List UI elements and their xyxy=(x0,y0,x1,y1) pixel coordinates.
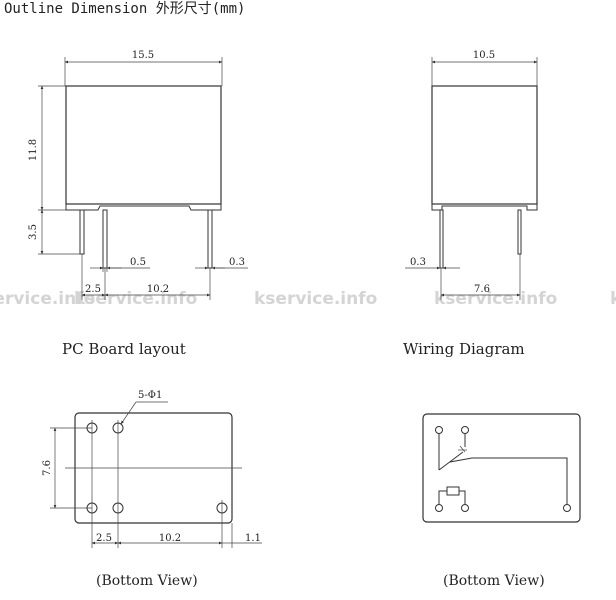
side-pin xyxy=(517,209,522,255)
pcb-col-offset-label: 2.5 xyxy=(96,533,112,544)
pcb-hole xyxy=(112,422,124,434)
pcb-hole xyxy=(86,422,98,434)
pcb-caption: (Bottom View) xyxy=(96,573,198,589)
front-width-label: 15.5 xyxy=(132,50,154,61)
wiring-diagram xyxy=(422,413,581,523)
front-height-label: 11.8 xyxy=(28,139,39,161)
outline-front-view: 15.5 11.8 3.5 0.5 0.3 xyxy=(28,50,248,300)
front-pin-width-label: 0.5 xyxy=(130,257,146,268)
wiring-diagram-title: Wiring Diagram xyxy=(403,340,525,358)
switch-arm xyxy=(438,451,464,471)
pcb-col-pitch-label: 10.2 xyxy=(159,533,181,544)
pcb-layout-title: PC Board layout xyxy=(62,340,186,358)
front-pin-length-label: 3.5 xyxy=(28,224,39,240)
pcb-hole xyxy=(112,502,124,514)
watermark-text: kservice.info xyxy=(254,289,377,309)
wiring-terminal xyxy=(435,504,443,512)
page-title: Outline Dimension 外形尺寸(mm) xyxy=(4,1,245,17)
front-pin-offset-label: 2.5 xyxy=(85,284,101,295)
side-pin-spacing-label: 7.6 xyxy=(474,284,490,295)
front-pin-pitch-label: 10.2 xyxy=(147,284,169,295)
wiring-terminal xyxy=(563,504,571,512)
wiring-terminal xyxy=(435,426,443,434)
relay-body-side xyxy=(431,85,538,205)
watermark-text: kservice.info xyxy=(434,289,557,309)
watermark-text: kservice.info xyxy=(610,289,616,309)
pcb-hole xyxy=(216,502,228,514)
pcb-edge-offset-label: 1.1 xyxy=(245,533,261,544)
side-pin xyxy=(439,209,444,269)
pcb-layout-diagram: 5-Φ1 7.6 2.5 10.2 1.1 xyxy=(42,390,262,548)
wiring-outline xyxy=(422,413,581,523)
relay-body-front xyxy=(65,85,222,205)
side-width-label: 10.5 xyxy=(473,50,495,61)
wiring-caption: (Bottom View) xyxy=(443,573,545,589)
pcb-row-spacing-label: 7.6 xyxy=(42,460,53,476)
front-pin xyxy=(207,209,213,269)
wiring-terminal xyxy=(461,426,469,434)
pcb-hole-spec-label: 5-Φ1 xyxy=(138,390,162,401)
side-pin-thickness-label: 0.3 xyxy=(410,257,426,268)
front-pin xyxy=(102,209,108,269)
watermark-text: kservice.info xyxy=(0,289,95,309)
outline-side-view: 10.5 0.3 7.6 xyxy=(405,50,538,300)
wiring-terminal xyxy=(461,504,469,512)
front-pin-thickness-label: 0.3 xyxy=(229,257,245,268)
pcb-hole xyxy=(86,502,98,514)
